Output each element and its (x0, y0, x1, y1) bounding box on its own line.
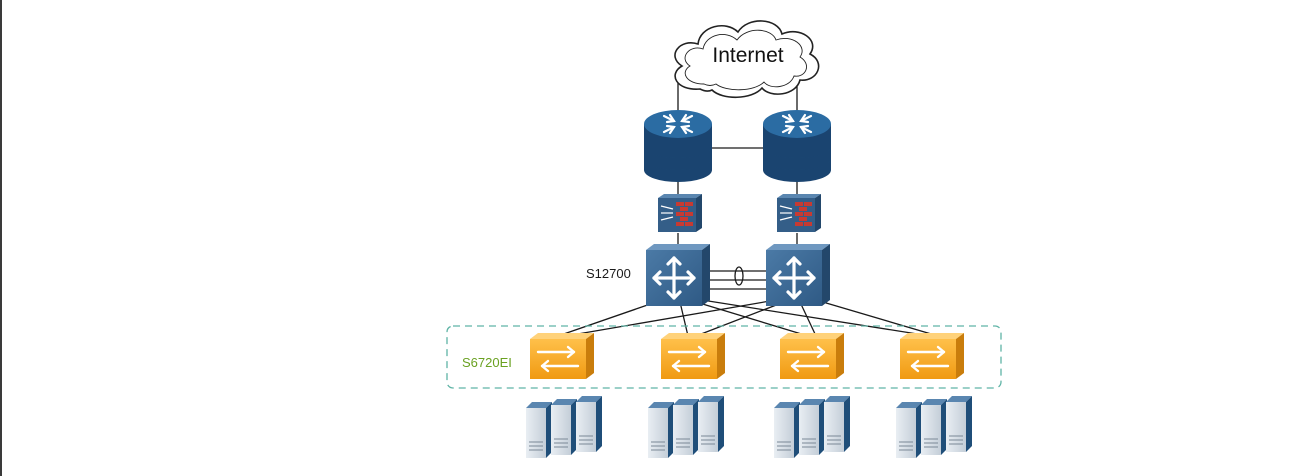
server-icon (896, 402, 922, 458)
server-icon (698, 396, 724, 452)
access-switch-1 (530, 333, 594, 379)
server-icon (576, 396, 602, 452)
access-switch-2 (661, 333, 725, 379)
server-group-4 (896, 396, 972, 458)
access-switch-icon (661, 333, 725, 379)
server-group-2 (648, 396, 724, 458)
server-group-1 (526, 396, 602, 458)
link-coreL-access1 (557, 299, 663, 337)
firewall-icon (658, 194, 702, 232)
link-coreR-access1 (565, 299, 777, 337)
core-switch-left (646, 244, 710, 306)
link-aggregation-marker (734, 266, 744, 286)
firewall-left (658, 194, 702, 232)
links (557, 82, 939, 337)
cloud-label: Internet (712, 44, 783, 67)
link-coreR-access2 (695, 301, 785, 337)
server-icon (774, 402, 800, 458)
server-icon (526, 402, 552, 458)
access-switch-4 (900, 333, 964, 379)
page-left-border (0, 0, 2, 476)
server-icon (824, 396, 850, 452)
link-coreR-access4 (815, 299, 939, 337)
access-switch-icon (780, 333, 844, 379)
link-coreL-access2 (679, 301, 689, 337)
access-switch-label: S6720EI (462, 355, 512, 370)
cloud-icon: Internet (674, 20, 820, 99)
server-icon (673, 399, 699, 455)
link-coreL-access3 (695, 301, 809, 337)
server-icon (551, 399, 577, 455)
core-switch-icon (766, 244, 830, 306)
router-icon (763, 110, 831, 182)
core-switch-icon (646, 244, 710, 306)
server-group-3 (774, 396, 850, 458)
firewall-right (777, 194, 821, 232)
firewall-icon (777, 194, 821, 232)
access-switch-icon (530, 333, 594, 379)
core-switch-label: S12700 (586, 266, 631, 281)
access-switch-icon (900, 333, 964, 379)
router-left (644, 110, 712, 182)
access-layer-group (446, 325, 1002, 389)
router-right (763, 110, 831, 182)
core-switch-right (766, 244, 830, 306)
server-icon (946, 396, 972, 452)
server-icon (799, 399, 825, 455)
link-coreR-access3 (799, 301, 817, 337)
server-icon (648, 402, 674, 458)
router-icon (644, 110, 712, 182)
access-switch-3 (780, 333, 844, 379)
server-icon (921, 399, 947, 455)
